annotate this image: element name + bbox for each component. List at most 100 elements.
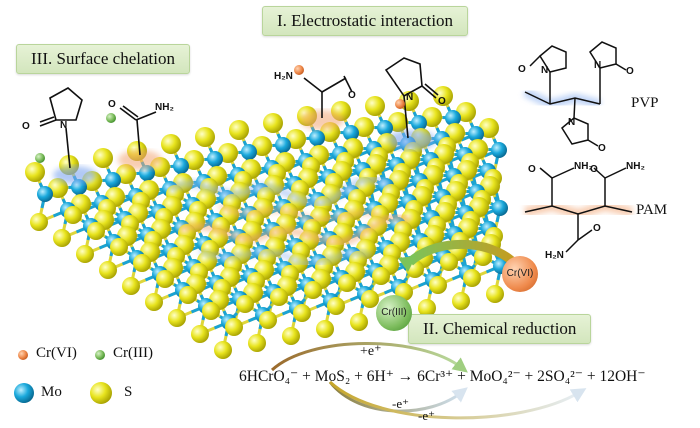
s-atom: [429, 276, 447, 294]
mo-atom: [343, 125, 359, 141]
s-atom: [327, 297, 345, 315]
s-atom: [338, 274, 356, 292]
s-atom: [214, 341, 232, 359]
mo-atom: [445, 110, 461, 126]
s-atom: [248, 334, 266, 352]
s-atom: [202, 302, 220, 320]
mo-atom: [207, 151, 223, 167]
s-atom: [365, 96, 385, 116]
s-atom: [372, 267, 390, 285]
pam-struct-o2: O: [590, 164, 598, 175]
pvp-struct-o3: O: [598, 143, 606, 154]
pam-structure: [523, 167, 634, 253]
s-atom: [99, 261, 117, 279]
s-atom: [422, 107, 442, 127]
legend-s-label: S: [124, 384, 133, 400]
pam-struct-o3: O: [593, 223, 601, 234]
s-atom: [252, 136, 272, 156]
s-atom: [225, 318, 243, 336]
s-atom: [93, 148, 113, 168]
s-atom: [293, 304, 311, 322]
minus-e-label-1: -e⁺: [392, 396, 409, 411]
s-atom: [122, 277, 140, 295]
legend-cr6-dot: [18, 350, 28, 360]
s-atom: [236, 295, 254, 313]
pam-center-h2n: H₂N: [274, 71, 293, 82]
mo-atom: [241, 144, 257, 160]
s-atom: [486, 285, 504, 303]
s-atom: [229, 120, 249, 140]
mo-atom: [491, 142, 507, 158]
pvp-structure: [523, 41, 627, 147]
title-electrostatic: I. Electrostatic interaction: [262, 6, 469, 36]
pvp-struct-o2: O: [626, 66, 634, 77]
s-atom: [270, 288, 288, 306]
s-atom: [304, 281, 322, 299]
s-atom: [361, 290, 379, 308]
s-atom: [463, 269, 481, 287]
s-atom: [259, 311, 277, 329]
pvp-struct-n3: N: [568, 117, 576, 128]
s-atom: [433, 86, 453, 106]
s-atom: [145, 293, 163, 311]
s-atom: [440, 253, 458, 271]
s-atom: [184, 150, 204, 170]
s-atom: [479, 118, 499, 138]
pam-struct-o1: O: [528, 164, 536, 175]
legend-cr3-dot: [95, 350, 105, 360]
legend-mo-label: Mo: [41, 384, 62, 400]
pvp-struct-o1: O: [518, 64, 526, 75]
mo-atom: [411, 115, 427, 131]
mo-atom: [173, 158, 189, 174]
s-atom: [282, 327, 300, 345]
s-atom: [168, 309, 186, 327]
s-atom: [286, 129, 306, 149]
polymer-chains-on-surface: [168, 176, 412, 267]
pvp-struct-n2: N: [594, 60, 602, 71]
mo-atom: [37, 186, 53, 202]
pam-struct-h2n: H₂N: [545, 250, 564, 261]
s-atom: [87, 222, 105, 240]
mo-atom: [492, 200, 508, 216]
s-atom: [76, 245, 94, 263]
s-atom: [133, 254, 151, 272]
minus-e-label-2: -e⁺: [418, 408, 435, 423]
s-atom: [195, 127, 215, 147]
pam-left-o: O: [108, 99, 116, 110]
pvp-struct-n1: N: [541, 65, 549, 76]
legend-s-ball: [90, 382, 112, 404]
reduction-equation: 6HCrO₄⁻ + MoS₂ + 6H⁺ → 6Cr³⁺ + MoO₄²⁻ + …: [239, 368, 646, 385]
pam-amide-center: [300, 75, 353, 130]
cr6-dot-amide: [294, 65, 304, 75]
legend-mo-ball: [14, 383, 34, 403]
s-atom: [110, 238, 128, 256]
mo-atom: [275, 137, 291, 153]
mo-atom: [105, 172, 121, 188]
s-atom: [354, 117, 374, 137]
pam-struct-nh2-2: NH₂: [626, 161, 645, 172]
mo-atom: [468, 126, 484, 142]
s-atom: [64, 206, 82, 224]
mo-atom: [309, 130, 325, 146]
pam-label: PAM: [636, 202, 668, 218]
s-atom: [161, 134, 181, 154]
s-atom: [48, 178, 68, 198]
s-atom: [350, 313, 368, 331]
pam-left-nh2: NH₂: [155, 102, 174, 113]
s-atom: [179, 286, 197, 304]
reduction-arrowhead: [398, 256, 416, 272]
s-atom: [418, 299, 436, 317]
pam-center-o: O: [348, 90, 356, 101]
s-atom: [25, 162, 45, 182]
s-atom: [191, 325, 209, 343]
mos2-lattice: [25, 86, 509, 359]
minus-e-arc-2: [328, 380, 587, 420]
pvp-center-n: N: [406, 92, 414, 103]
pvp-pyrrolidone-left: [39, 87, 97, 184]
s-atom: [388, 112, 408, 132]
title-reduction: II. Chemical reduction: [408, 314, 592, 344]
pvp-left-o: O: [22, 121, 30, 132]
s-atom: [218, 143, 238, 163]
plus-e-label: +e⁺: [360, 344, 382, 359]
